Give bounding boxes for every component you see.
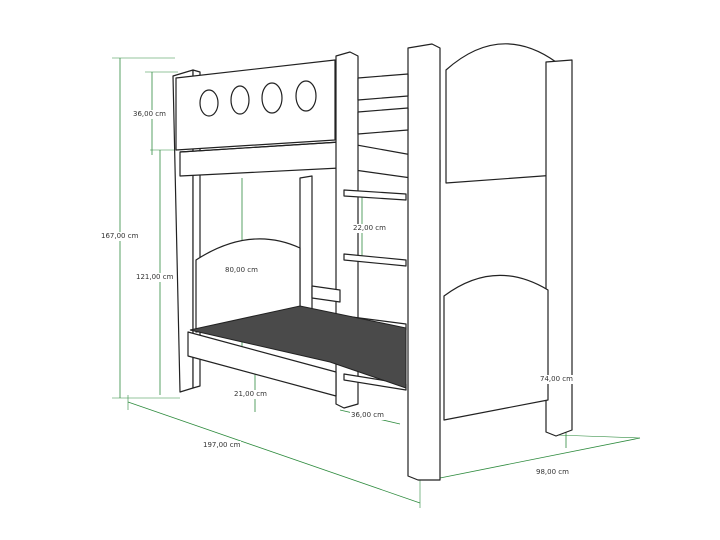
dim-guard-height: 36,00 cm	[132, 110, 167, 119]
porthole	[230, 85, 250, 115]
dim-total-height: 167,00 cm	[100, 232, 140, 241]
dim-headboard-height: 74,00 cm	[539, 375, 574, 384]
dim-ladder-step: 22,00 cm	[352, 224, 387, 233]
dim-upper-bed-height: 121,00 cm	[135, 273, 175, 282]
dim-length: 197,00 cm	[202, 441, 242, 450]
bunk-bed	[172, 43, 573, 481]
dim-lower-clearance: 80,00 cm	[224, 266, 259, 275]
dim-floor-clearance: 21,00 cm	[233, 390, 268, 399]
dim-width: 98,00 cm	[535, 468, 570, 477]
porthole	[261, 82, 283, 114]
porthole	[199, 89, 219, 117]
mattress	[189, 305, 407, 389]
porthole	[295, 80, 317, 112]
dim-ladder-width: 36,00 cm	[350, 411, 385, 420]
